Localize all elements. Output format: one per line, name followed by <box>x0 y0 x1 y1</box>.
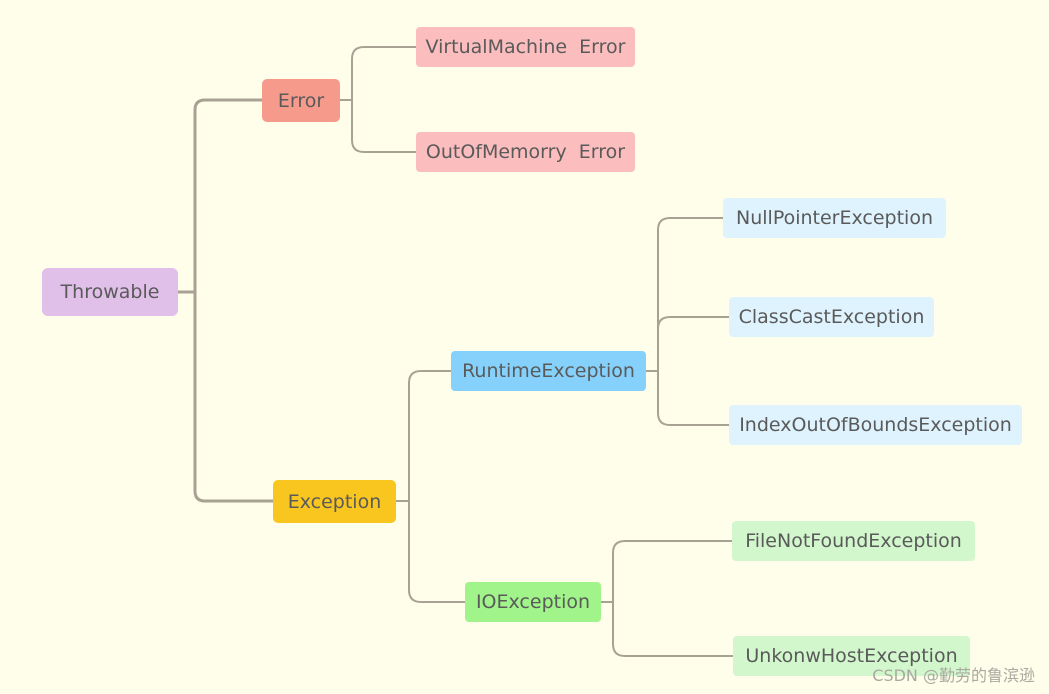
node-io-exception[interactable]: IOException <box>465 582 601 622</box>
connector-runtime-npe <box>657 217 724 372</box>
connector-throwable-exception <box>193 290 275 503</box>
node-runtime-exception[interactable]: RuntimeException <box>451 351 646 391</box>
node-index-out-of-bounds-exception[interactable]: IndexOutOfBoundsException <box>729 405 1022 445</box>
connector-error-vm <box>351 46 417 101</box>
node-unknown-host-exception[interactable]: UnkonwHostException <box>733 636 970 676</box>
connector-io-fnf <box>612 540 733 603</box>
node-null-pointer-exception[interactable]: NullPointerException <box>723 198 946 238</box>
connector-throwable-error <box>193 98 264 294</box>
node-out-of-memory-error[interactable]: OutOfMemorry Error <box>416 132 635 172</box>
connector-runtime-cce <box>657 316 730 372</box>
connector-exception-io <box>408 500 466 603</box>
connector-exception-runtime <box>408 370 452 502</box>
node-exception[interactable]: Exception <box>273 480 396 523</box>
node-class-cast-exception[interactable]: ClassCastException <box>729 297 934 337</box>
node-virtual-machine-error[interactable]: VirtualMachine Error <box>416 27 635 67</box>
node-file-not-found-exception[interactable]: FileNotFoundException <box>732 521 975 561</box>
connector-io-uhe <box>612 601 734 657</box>
connector-error-oom <box>351 99 417 153</box>
node-throwable[interactable]: Throwable <box>42 268 178 316</box>
connector-runtime-ioobe <box>657 370 730 426</box>
watermark-text: CSDN @勤劳的鲁滨逊 <box>872 666 1035 685</box>
node-error[interactable]: Error <box>262 79 340 122</box>
